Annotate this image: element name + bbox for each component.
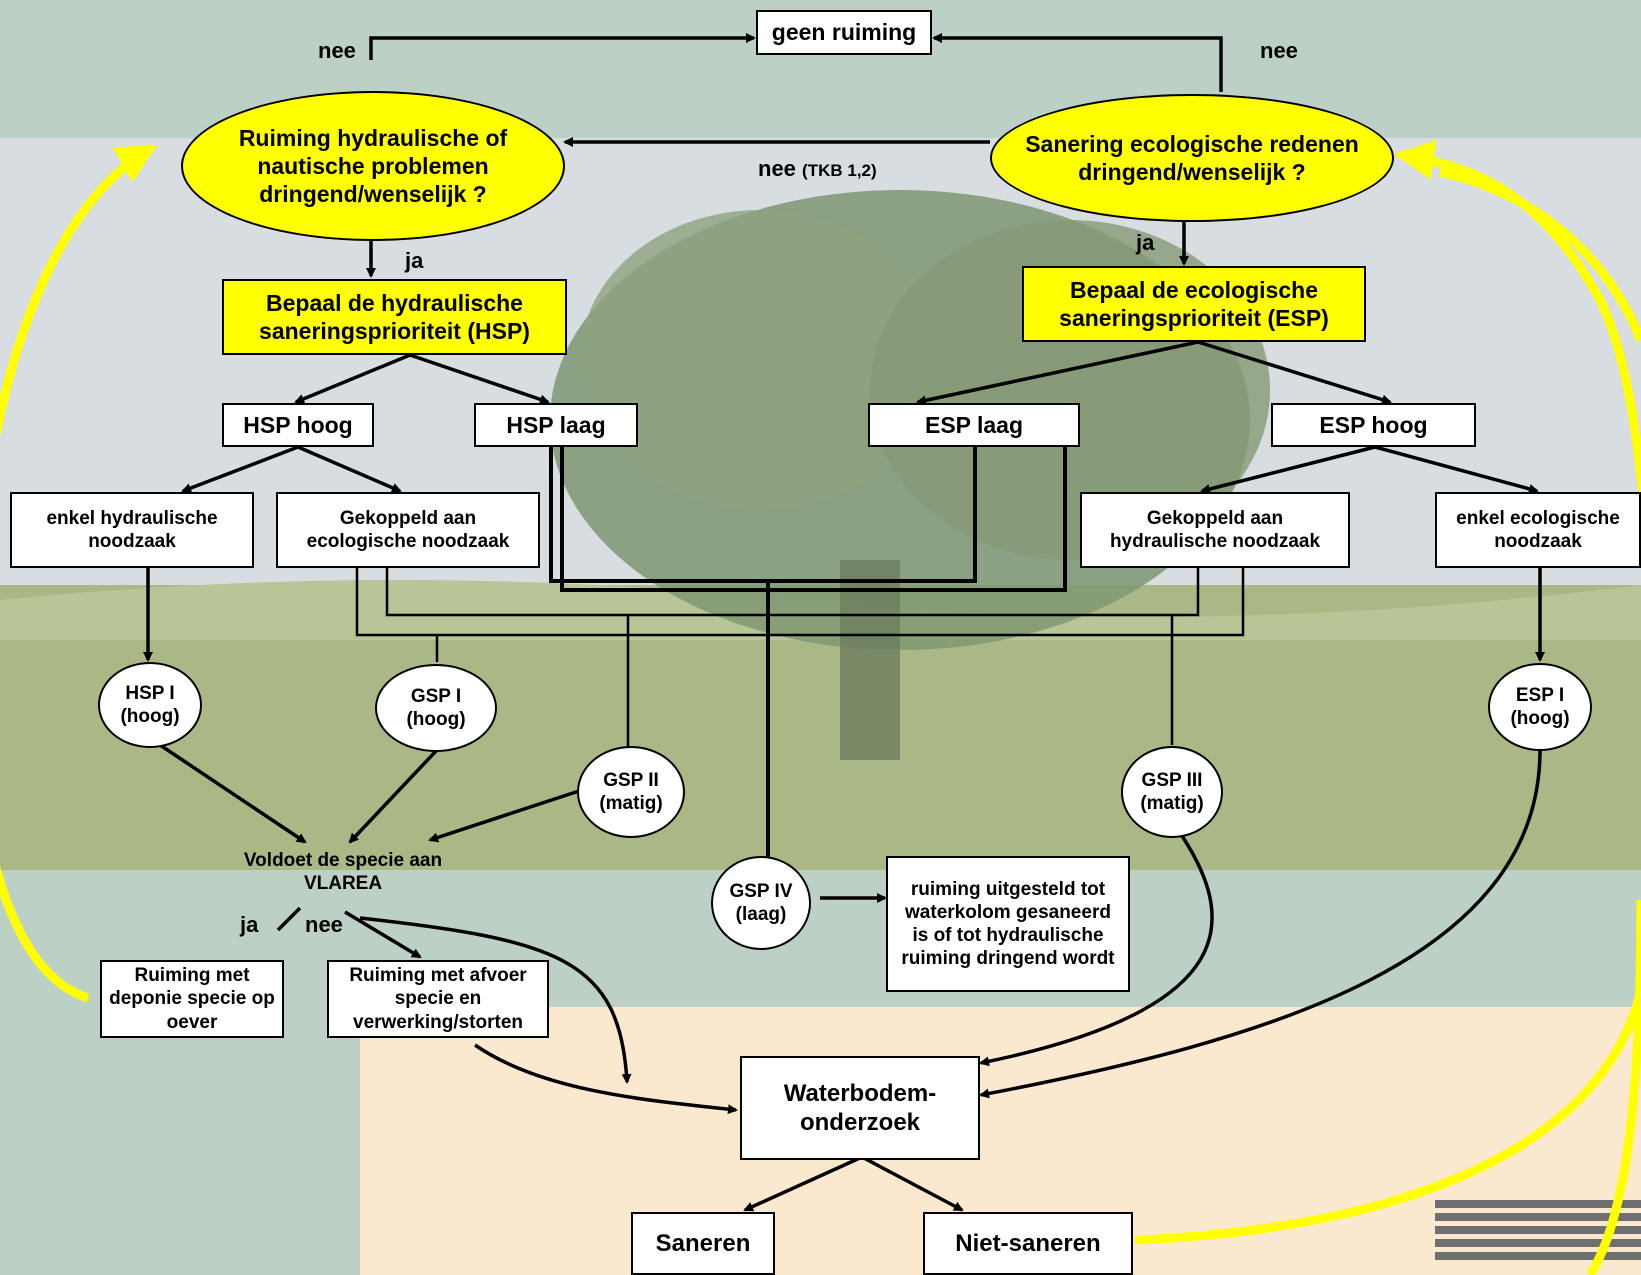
vmm-logo [1435,1200,1641,1260]
hsp-i-circle: HSP I (hoog) [98,662,202,748]
question-hydraulisch-ellipse: Ruiming hydraulische of nautische proble… [181,91,565,241]
label-ja-hsp: ja [405,248,424,273]
label-nee-middle-text: nee [758,156,796,181]
gsp-iii-circle: GSP III (matig) [1121,746,1223,838]
label-ja-esp: ja [1136,230,1155,255]
label-nee-middle: nee (TKB 1,2) [758,156,877,182]
gsp-ii-circle: GSP II (matig) [577,746,685,838]
saneren-box: Saneren [631,1212,775,1275]
label-nee-right: nee [1260,38,1298,63]
niet-saneren-box: Niet-saneren [923,1212,1133,1275]
enkel-ecologische-box: enkel ecologische noodzaak [1435,492,1641,568]
enkel-hydraulische-box: enkel hydraulische noodzaak [10,492,254,568]
feedback-left-arrow [0,144,158,1003]
gsp-iv-circle: GSP IV (laag) [711,856,811,950]
gsp-i-circle: GSP I (hoog) [375,664,497,752]
label-nee-left: nee [318,38,356,63]
hsp-laag-box: HSP laag [474,403,638,447]
esp-hoog-box: ESP hoog [1271,403,1476,447]
feedback-right-arrow-2 [1586,899,1641,1275]
afvoer-box: Ruiming met afvoer specie en verwerking/… [327,960,549,1038]
question-ecologisch-ellipse: Sanering ecologische redenen dringend/we… [990,94,1394,222]
label-ja-vlarea: ja [240,912,259,937]
geen-ruiming-box: geen ruiming [756,10,932,55]
esp-determine-box: Bepaal de ecologische saneringsprioritei… [1022,266,1366,342]
esp-laag-box: ESP laag [868,403,1080,447]
label-nee-vlarea: nee [305,912,343,937]
vlarea-decision-text: Voldoet de specie aan VLAREA [243,849,443,894]
feedback-right-arrow-3 [1439,167,1641,342]
vlarea-decision: Voldoet de specie aan VLAREA [208,842,478,902]
label-tkb-note: (TKB 1,2) [802,161,877,180]
deponie-box: Ruiming met deponie specie op oever [100,960,284,1038]
hsp-hoog-box: HSP hoog [222,403,374,447]
uitgesteld-box: ruiming uitgesteld tot waterkolom gesane… [886,856,1130,992]
esp-i-circle: ESP I (hoog) [1488,663,1592,751]
gekoppeld-hydraulische-box: Gekoppeld aan hydraulische noodzaak [1080,492,1350,568]
gekoppeld-ecologische-box: Gekoppeld aan ecologische noodzaak [276,492,540,568]
hsp-determine-box: Bepaal de hydraulische saneringspriorite… [222,279,567,355]
waterbodemonderzoek-box: Waterbodem-onderzoek [740,1056,980,1160]
